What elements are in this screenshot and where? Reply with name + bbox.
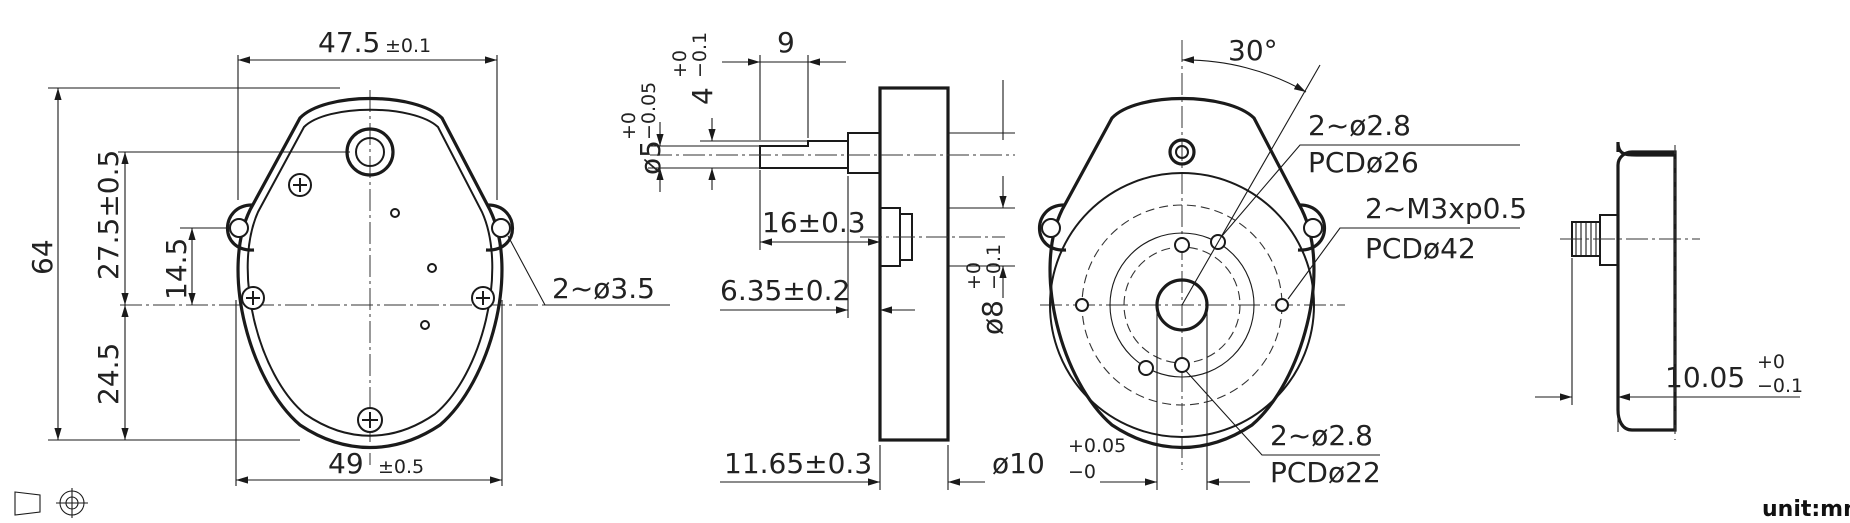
dim-height-upper: 27.5±0.5: [92, 150, 125, 280]
dim-height-mid: 14.5: [160, 238, 193, 300]
screw-top-left: [288, 173, 312, 197]
front-body-inner-outline: [246, 108, 494, 437]
dim-boss-length: 6.35±0.2: [720, 274, 850, 307]
dim-body-thickness: 11.65±0.3: [724, 447, 872, 480]
label-holes-b: 2~M3xp0.5: [1365, 192, 1527, 225]
rear-m3-hole-right: [1275, 298, 1289, 312]
mount-hole-left: [229, 218, 249, 238]
label-pcd-a: PCDø26: [1308, 146, 1419, 179]
dim-shaft-tol-lower: −0.05: [638, 82, 660, 140]
rear-mount-hole-left: [1041, 218, 1061, 238]
rear-hole-top: [1174, 237, 1190, 253]
dim-width-top: 47.5: [318, 26, 380, 59]
rear-hole-bottom: [1174, 357, 1190, 373]
projection-cone-icon: [14, 491, 41, 516]
side-view: 9 4 +0 −0.1 ø5 +0 −0.05 16±0.3 6.35±0.2 …: [618, 26, 1015, 490]
output-shaft-inner: [355, 137, 385, 167]
screw-bottom: [357, 407, 383, 433]
front-view: 47.5 ±0.1 49 ±0.5 64 27.5±0.5 14.5 24.5 …: [26, 26, 670, 486]
rear-pcd-26: [1109, 232, 1255, 378]
rear-m3-hole-left: [1075, 298, 1089, 312]
right-boss: [1599, 214, 1619, 266]
small-hole-2: [427, 263, 437, 273]
side-boss: [847, 132, 881, 174]
rear-hole-pcd26-b: [1138, 360, 1154, 376]
rear-view: 30° 2~ø2.8 PCDø26 2~M3xp0.5 PCDø42 2~ø2.…: [992, 34, 1527, 490]
dim-depth: 10.05: [1665, 361, 1745, 394]
rear-right-ear: [1297, 203, 1326, 252]
dim-flat-size: 4: [686, 87, 719, 105]
rear-body-outline: [1048, 97, 1316, 449]
dim-height-lower: 24.5: [92, 343, 125, 405]
dim-hub-tol-upper: +0.05: [1068, 435, 1126, 457]
dim-hub-dia: ø10: [992, 447, 1045, 480]
label-mount-holes: 2~ø3.5: [552, 272, 655, 305]
label-pcd-b: PCDø42: [1365, 232, 1476, 265]
dim-width-top-tol: ±0.1: [385, 35, 431, 57]
dim-flat-length: 9: [777, 26, 795, 59]
front-right-ear: [485, 203, 514, 252]
dim-shaft-dia: ø5: [634, 140, 667, 175]
small-hole-1: [390, 208, 400, 218]
dim-width-bottom-tol: ±0.5: [378, 456, 424, 478]
label-holes-a: 2~ø2.8: [1308, 109, 1411, 142]
projection-symbol: [14, 488, 88, 518]
rear-output-shaft-inner: [1175, 145, 1189, 159]
dim-boss-tol-lower: −0.1: [983, 244, 1005, 290]
rear-mount-hole-right: [1303, 218, 1323, 238]
small-hole-3: [420, 320, 430, 330]
label-angle: 30°: [1228, 34, 1278, 67]
side-body: [878, 86, 950, 442]
dim-width-bottom: 49: [328, 447, 364, 480]
screw-right: [471, 286, 495, 310]
dim-depth-tol-lower: −0.1: [1757, 375, 1803, 397]
front-body-outline: [236, 97, 504, 449]
dim-shaft-tol-upper: +0: [618, 112, 640, 140]
rear-left-ear: [1038, 203, 1067, 252]
dim-boss-dia: ø8: [976, 300, 1009, 335]
dim-shaft-length: 16±0.3: [762, 206, 866, 239]
rear-motor-can: [1049, 172, 1315, 438]
unit-label: unit:mm: [1762, 497, 1850, 522]
dim-depth-tol-upper: +0: [1757, 351, 1785, 373]
mount-hole-right: [491, 218, 511, 238]
rear-output-shaft: [1168, 138, 1196, 166]
label-holes-c: 2~ø2.8: [1270, 419, 1373, 452]
projection-circle-icon: [56, 488, 88, 518]
dim-height-total: 64: [26, 239, 59, 275]
right-view: 10.05 +0 −0.1: [1535, 141, 1803, 440]
dim-hub-tol-lower: −0: [1068, 461, 1096, 483]
screw-left: [241, 286, 265, 310]
dim-boss-tol-upper: +0: [963, 262, 985, 290]
dim-flat-tol-upper: +0: [669, 50, 691, 78]
dim-flat-tol-lower: −0.1: [689, 32, 711, 78]
label-pcd-c: PCDø22: [1270, 456, 1381, 489]
